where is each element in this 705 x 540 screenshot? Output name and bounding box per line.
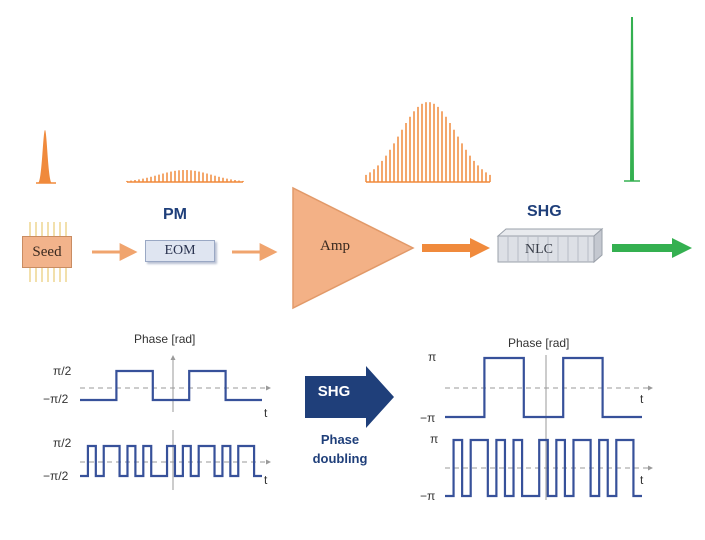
shg-heading: SHG (527, 203, 562, 220)
eom-box: EOM (145, 240, 215, 262)
arrow-amp-to-nlc (422, 238, 490, 258)
right-lower-y-high: π (430, 432, 439, 446)
shg-spectrum (624, 17, 640, 182)
right-plot-title: Phase [rad] (508, 336, 570, 350)
nlc-label: NLC (525, 242, 553, 257)
green-output-arrow (612, 238, 692, 258)
left-lower-y-low: −π/2 (43, 469, 69, 483)
right-upper-waveform (445, 356, 642, 419)
left-upper-waveform (80, 369, 262, 402)
eom-spectrum (126, 170, 244, 183)
left-lower-t-label: t (264, 473, 268, 487)
seed-box: Seed (22, 236, 72, 268)
shg-arrow-label: SHG (317, 383, 351, 400)
waveform-path (80, 369, 262, 402)
waveform-path (445, 356, 642, 419)
left-phase-plots (80, 355, 271, 490)
phase-note-line1: Phase (320, 432, 360, 447)
right-upper-y-low: −π (420, 411, 436, 425)
left-lower-waveform (80, 444, 262, 478)
amplifier-triangle (292, 186, 415, 310)
seed-spectrum (38, 130, 52, 183)
right-upper-y-high: π (428, 350, 437, 364)
shg-block-arrow (305, 366, 394, 428)
spectrum-row (36, 17, 640, 184)
right-lower-t-label: t (640, 473, 644, 487)
nlc-crystal (496, 227, 604, 264)
right-lower-y-low: −π (420, 489, 436, 503)
left-upper-y-low: −π/2 (43, 392, 69, 406)
phase-note-line2: doubling (312, 451, 368, 466)
amp-label: Amp (320, 238, 350, 254)
seed-label: Seed (32, 243, 62, 260)
waveform-path (80, 444, 262, 478)
waveform-path (445, 438, 642, 498)
right-upper-t-label: t (640, 392, 644, 406)
left-plot-title: Phase [rad] (134, 332, 196, 346)
left-lower-y-high: π/2 (53, 436, 72, 450)
amp-spectrum (365, 102, 491, 183)
phase-doubling-note: Phase doubling (300, 430, 380, 468)
left-upper-t-label: t (264, 406, 268, 420)
left-upper-y-high: π/2 (53, 364, 72, 378)
eom-label: EOM (164, 243, 196, 258)
right-lower-waveform (445, 438, 642, 498)
pm-heading: PM (163, 206, 187, 223)
right-phase-plots (445, 355, 653, 500)
